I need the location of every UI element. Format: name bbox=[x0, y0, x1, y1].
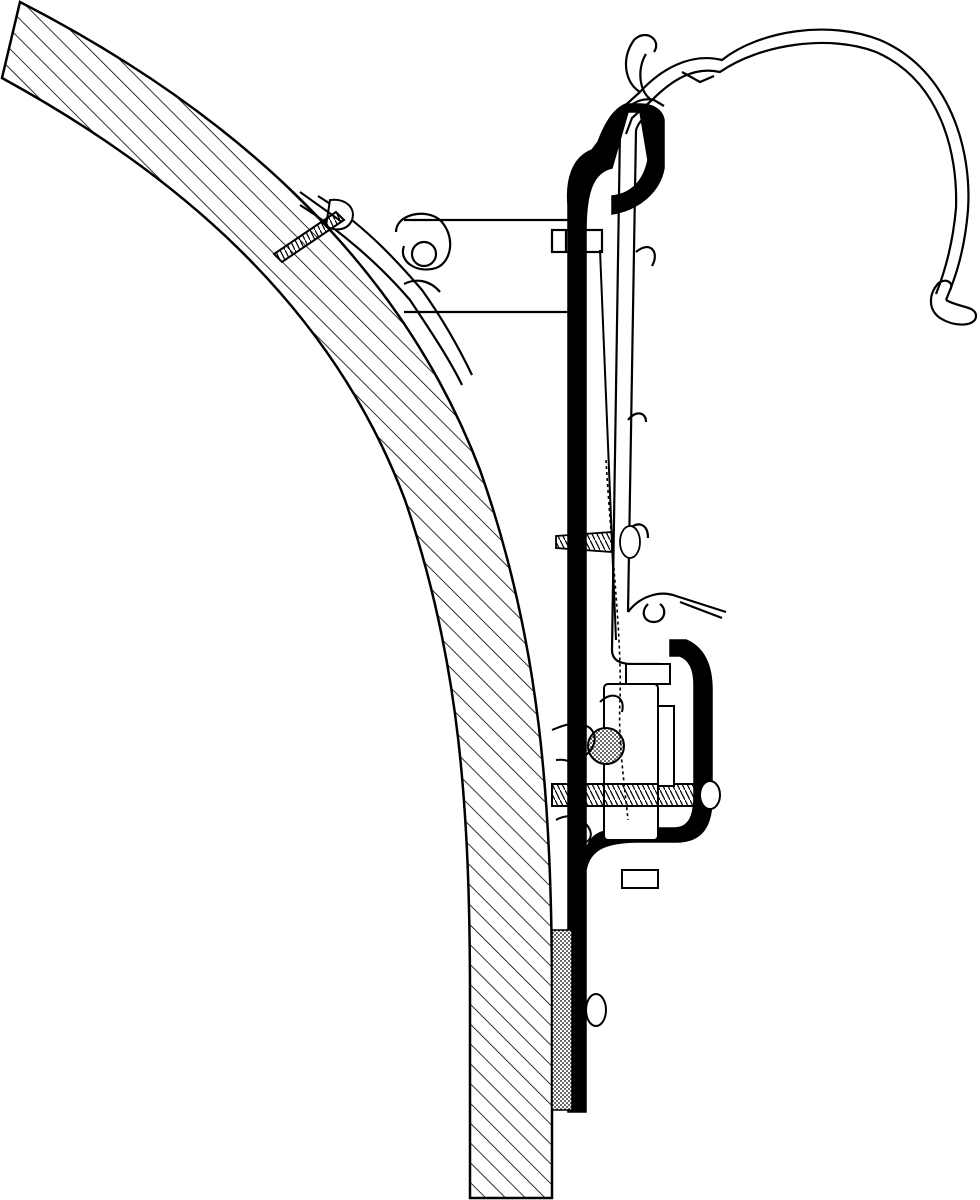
bolt-clamp-assembly bbox=[551, 459, 721, 889]
awning-hook-curve bbox=[610, 28, 978, 326]
adhesive-strip bbox=[551, 929, 573, 1111]
wall-screw bbox=[272, 191, 354, 264]
mounting-rail bbox=[566, 103, 713, 1113]
lower-screw bbox=[574, 993, 607, 1027]
middle-screw bbox=[555, 525, 641, 559]
awning-profile bbox=[610, 98, 727, 666]
curved-wall bbox=[0, 0, 554, 1200]
